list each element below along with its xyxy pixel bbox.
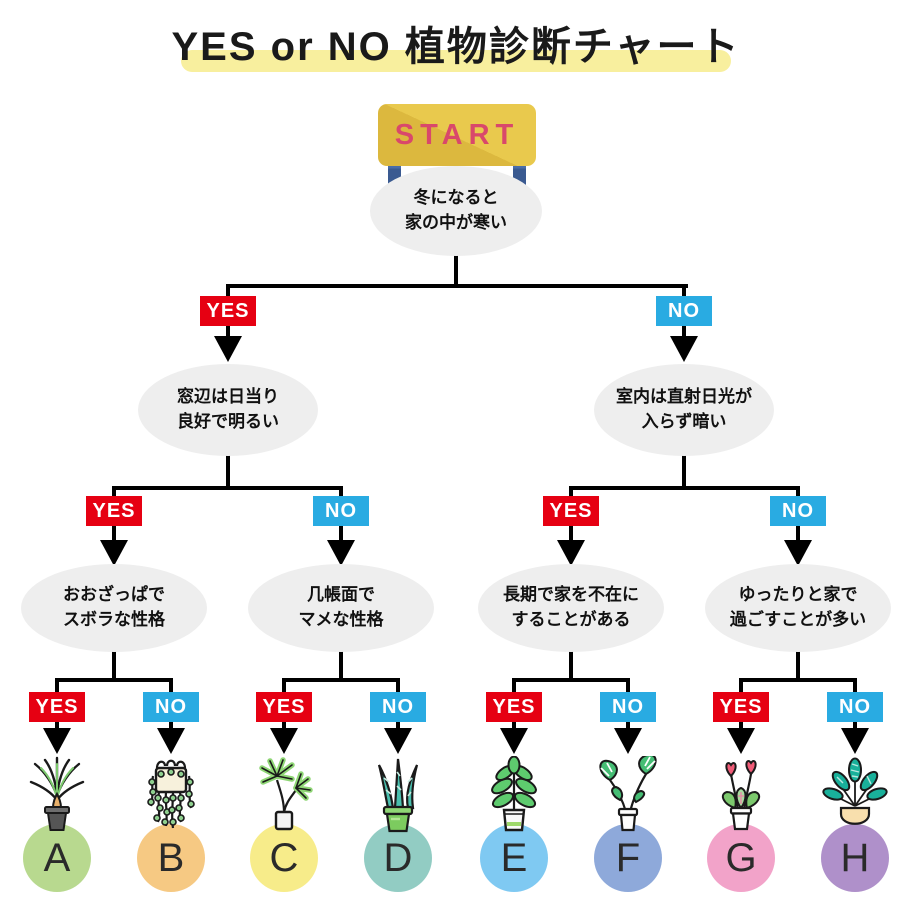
arrow-down-icon (100, 540, 128, 566)
connector-line (112, 648, 116, 682)
question-text: 入らず暗い (641, 412, 727, 431)
yes-badge: YES (713, 692, 769, 722)
question-root: 冬になると 家の中が寒い (370, 166, 542, 256)
no-badge: NO (770, 496, 826, 526)
arrow-down-icon (727, 728, 755, 754)
page-title: YES or NO 植物診断チャート (171, 25, 741, 69)
arrow-down-icon (500, 728, 528, 754)
anthurium-plant-icon (721, 760, 761, 831)
question-text: 几帳面で (307, 585, 375, 605)
start-banner: START (378, 104, 536, 166)
result-circle-f: F (594, 824, 662, 892)
result-circle-d: D (364, 824, 432, 892)
schefflera-plant-icon (259, 757, 313, 831)
arrow-down-icon (614, 728, 642, 754)
start-label: START (394, 118, 520, 151)
question-text: ゆったりと家で (738, 585, 858, 605)
connector-line (112, 486, 343, 490)
connector-line (282, 678, 400, 682)
calathea-plant-icon (822, 757, 888, 825)
question-diligent-personality: 几帳面で マメな性格 (248, 564, 434, 652)
connector-line (569, 486, 800, 490)
connector-line (339, 648, 343, 682)
yes-badge: YES (256, 692, 312, 722)
yes-badge: YES (543, 496, 599, 526)
result-circle-g: G (707, 824, 775, 892)
question-room-dark: 室内は直射日光が 入らず暗い (594, 364, 774, 456)
arrow-down-icon (841, 728, 869, 754)
connector-line (682, 452, 686, 490)
no-badge: NO (656, 296, 712, 326)
question-text: 室内は直射日光が (616, 387, 752, 407)
monstera-plant-icon (599, 756, 657, 832)
connector-line (55, 678, 173, 682)
connector-line (226, 284, 688, 288)
arrow-down-icon (270, 728, 298, 754)
result-circle-b: B (137, 824, 205, 892)
yucca-plant-icon (29, 756, 85, 831)
connector-line (512, 678, 630, 682)
rubber-plant-icon (491, 756, 537, 832)
connector-line (796, 648, 800, 682)
connector-line (226, 452, 230, 490)
result-circle-e: E (480, 824, 548, 892)
arrow-down-icon (214, 336, 242, 362)
connector-line (454, 250, 458, 288)
question-text: スボラな性格 (63, 610, 165, 629)
arrow-down-icon (327, 540, 355, 566)
yes-badge: YES (200, 296, 256, 326)
question-text: 窓辺は日当り (177, 387, 279, 407)
result-circle-a: A (23, 824, 91, 892)
arrow-down-icon (557, 540, 585, 566)
question-text: 過ごすことが多い (729, 610, 867, 629)
question-stay-at-home: ゆったりと家で 過ごすことが多い (705, 564, 891, 652)
question-text: することがある (511, 610, 631, 629)
question-text: 良好で明るい (177, 412, 279, 431)
yes-badge: YES (486, 692, 542, 722)
question-away-from-home: 長期で家を不在に することがある (478, 564, 664, 652)
arrow-down-icon (157, 728, 185, 754)
question-text: おおざっぱで (63, 585, 165, 605)
arrow-down-icon (670, 336, 698, 362)
no-badge: NO (313, 496, 369, 526)
question-lazy-personality: おおざっぱで スボラな性格 (21, 564, 207, 652)
no-badge: NO (143, 692, 199, 722)
no-badge: NO (600, 692, 656, 722)
no-badge: NO (370, 692, 426, 722)
no-badge: NO (827, 692, 883, 722)
hanging-plant-icon (147, 759, 195, 829)
connector-line (739, 678, 857, 682)
snake-plant-icon (377, 758, 419, 833)
question-text: 長期で家を不在に (503, 585, 639, 605)
connector-line (569, 648, 573, 682)
arrow-down-icon (43, 728, 71, 754)
yes-badge: YES (86, 496, 142, 526)
question-text: マメな性格 (298, 610, 384, 629)
title-highlight-bar (181, 50, 731, 72)
question-text: 家の中が寒い (405, 213, 507, 232)
question-text: 冬になると (413, 188, 499, 208)
yes-badge: YES (29, 692, 85, 722)
arrow-down-icon (384, 728, 412, 754)
question-window-sunny: 窓辺は日当り 良好で明るい (138, 364, 318, 456)
arrow-down-icon (784, 540, 812, 566)
result-circle-c: C (250, 824, 318, 892)
result-circle-h: H (821, 824, 889, 892)
